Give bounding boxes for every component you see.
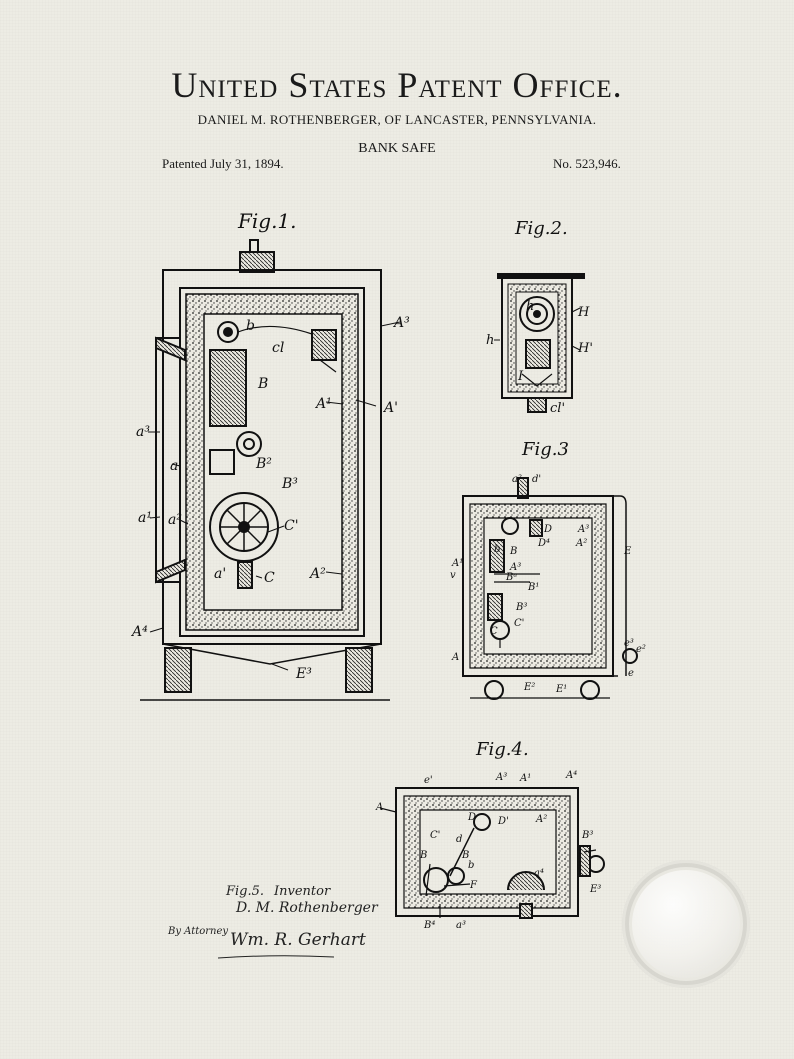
fig3-letter: D (543, 524, 552, 535)
fig3-letter: C (490, 626, 498, 637)
fig2-letter: H' (577, 341, 593, 356)
fig1-letter: C' (284, 518, 299, 534)
fig1-letter: A³ (392, 315, 410, 331)
fig4-letter: b (468, 860, 474, 871)
fig1-letter: a³ (136, 424, 150, 440)
fig3-letter: A (451, 652, 459, 663)
fig3-letter: E² (523, 682, 535, 693)
fig3-letter: b (494, 544, 500, 555)
fig3-letter: v (450, 570, 456, 581)
fig2-letter: h (526, 299, 534, 314)
fig1-letter: A⁴ (130, 624, 148, 640)
fig4-letter: a³ (456, 920, 466, 931)
fig3-letter: B¹ (527, 582, 539, 593)
fig1-letter: B² (255, 456, 272, 472)
attorney-signature: Wm. R. Gerhart (230, 930, 366, 950)
fig4-letter: B³ (581, 830, 593, 841)
fig3-label: Fig.3 (521, 439, 569, 460)
fig1-label: Fig.1. (237, 209, 297, 233)
fig3-letter: e³ (624, 638, 634, 649)
fig3-letters: a² d' D D⁴ A³ A² E A¹ b B A³ B¹ Bᵃ B³ C … (450, 474, 646, 695)
fig4-letter: B (419, 850, 427, 861)
fig2-letter: I (517, 369, 524, 384)
fig1-letter: A² (308, 566, 326, 582)
fig1-letters: A³ A¹ A' B B² B³ C' C a a³ a¹ a² a' A² A… (130, 315, 410, 682)
fig3-letter: d' (532, 474, 541, 485)
fig1-letter: a¹ (138, 510, 152, 526)
fig3-letter: B (509, 546, 517, 557)
fig4-letter: e' (424, 775, 433, 786)
fig1-letter: cl (272, 340, 284, 356)
fig4-letter: D' (497, 816, 509, 827)
fig4-letter: A³ (495, 772, 507, 783)
fig4-letters: e' A³ A¹ A⁴ A D D' A² C' d B B b F a⁴ B³… (375, 770, 601, 931)
fig4-drawing: Fig.4. (379, 739, 605, 919)
fig3-letter: a² (512, 474, 522, 485)
fig4-letter: A⁴ (565, 770, 577, 781)
fig1-letter: A' (382, 400, 398, 416)
fig4-letter: E³ (589, 884, 601, 895)
fig2-letters: H H' h h I cl' (486, 299, 593, 416)
fig1-letter: E³ (295, 666, 312, 682)
fig1-letter: a (170, 458, 178, 474)
inventor-signature: D. M. Rothenberger (236, 900, 378, 916)
fig2-label: Fig.2. (514, 218, 568, 239)
fig3-letter: A³ (509, 562, 521, 573)
fig3-letter: A¹ (451, 558, 463, 569)
fig3-letter: C' (514, 618, 524, 629)
inventor-line: DANIEL M. ROTHENBERGER, OF LANCASTER, PE… (197, 112, 597, 127)
fig2-letter: h (486, 333, 494, 348)
fig4-letter: B (461, 850, 469, 861)
fig1-drawing: Fig.1. (140, 209, 401, 701)
fig3-letter: B³ (515, 602, 527, 613)
patent-number: No. 523,946. (553, 156, 621, 171)
fig1-letter: a' (214, 566, 226, 582)
fig4-letter: F (469, 880, 478, 891)
fig1-letter: C (264, 570, 275, 586)
fig2-letter: cl' (550, 401, 565, 416)
fig1-letter: B (257, 376, 268, 392)
fig3-letter: D⁴ (537, 538, 550, 549)
fig1-letter: b (246, 318, 255, 334)
patented-date: Patented July 31, 1894. (162, 156, 284, 171)
fig4-letter: C' (430, 830, 440, 841)
fig3-letter: A³ (577, 524, 589, 535)
embossed-seal (622, 860, 750, 988)
fig4-letter: d (456, 834, 462, 845)
fig3-letter: E¹ (555, 684, 567, 695)
signature-underline (217, 955, 335, 959)
inventor-label: Inventor (274, 884, 331, 899)
fig1-letter: A¹ (314, 396, 332, 412)
attorney-label: By Attorney (168, 926, 229, 937)
office-title: United States Patent Office. (171, 65, 623, 105)
fig3-letter: e (628, 668, 634, 679)
fig3-letter: e² (636, 644, 646, 655)
fig5-label: Fig.5. (226, 884, 265, 899)
fig4-letter: A (375, 802, 383, 813)
invention-title: BANK SAFE (358, 141, 436, 156)
fig4-letter: D (467, 812, 476, 823)
fig4-letter: a⁴ (534, 868, 544, 879)
fig3-letter: E (623, 546, 632, 557)
fig1-letter: a² (168, 512, 182, 528)
fig3-letter: Bᵃ (505, 572, 517, 583)
fig4-letter: A¹ (519, 773, 531, 784)
fig1-letter: B³ (281, 476, 298, 492)
fig4-letter: B⁴ (423, 920, 435, 931)
fig3-letter: A² (575, 538, 587, 549)
fig2-drawing: Fig.2. (494, 218, 585, 413)
fig3-drawing: Fig.3 (462, 439, 638, 700)
fig4-letter: A² (535, 814, 547, 825)
fig2-letter: H (577, 305, 590, 320)
fig4-label: Fig.4. (475, 739, 529, 760)
